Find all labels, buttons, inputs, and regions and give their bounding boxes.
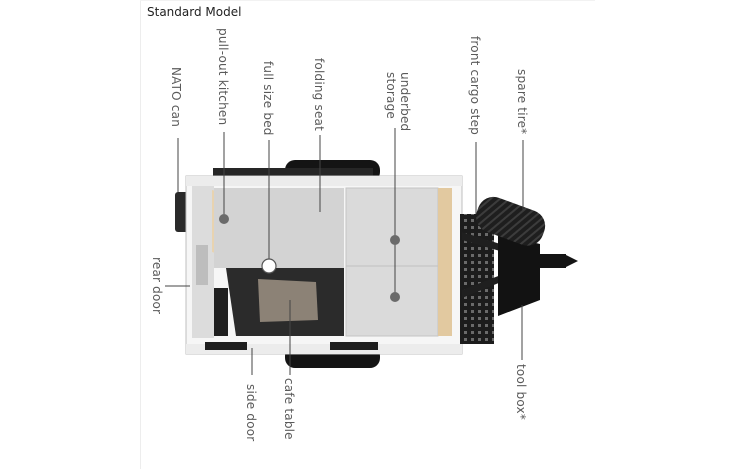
- label-cafe-table: cafe table: [282, 378, 296, 440]
- label-nato-can: NATO can: [169, 67, 183, 128]
- top-divider: [140, 0, 595, 1]
- rear-door-hinge: [196, 245, 208, 285]
- body-top-rail: [186, 176, 462, 186]
- label-front-cargo-step: front cargo step: [468, 36, 482, 135]
- label-side-door: side door: [244, 384, 258, 442]
- label-full-size-bed: full size bed: [261, 61, 275, 136]
- side-door-seal: [214, 288, 228, 336]
- underbed-storage-area: [345, 187, 439, 337]
- interior-floor: [214, 188, 344, 268]
- label-tool-box: tool box*: [514, 364, 528, 421]
- tool-box: [498, 234, 540, 316]
- diagram-title: Standard Model: [147, 5, 242, 19]
- marker-underbed-storage-1: [390, 235, 400, 245]
- marker-full-size-bed: [261, 258, 277, 274]
- marker-underbed-storage-2: [390, 292, 400, 302]
- hitch-tip: [566, 255, 578, 267]
- label-rear-door: rear door: [150, 257, 164, 315]
- cafe-table-top: [258, 279, 318, 322]
- hitch-coupler: [540, 254, 566, 268]
- label-underbed-storage: underbed storage: [384, 72, 412, 132]
- left-divider: [140, 0, 141, 469]
- label-folding-seat: folding seat: [312, 58, 326, 131]
- side-door: [205, 342, 247, 350]
- roof-rack: [213, 168, 373, 177]
- body-bottom-rail: [186, 344, 462, 354]
- label-pull-out-kitchen: pull-out kitchen: [216, 28, 230, 126]
- label-spare-tire: spare tire*: [515, 69, 529, 135]
- side-step: [330, 342, 378, 350]
- front-wood-panel: [438, 188, 452, 336]
- marker-pull-out-kitchen: [219, 214, 229, 224]
- spare-tire: [476, 196, 546, 246]
